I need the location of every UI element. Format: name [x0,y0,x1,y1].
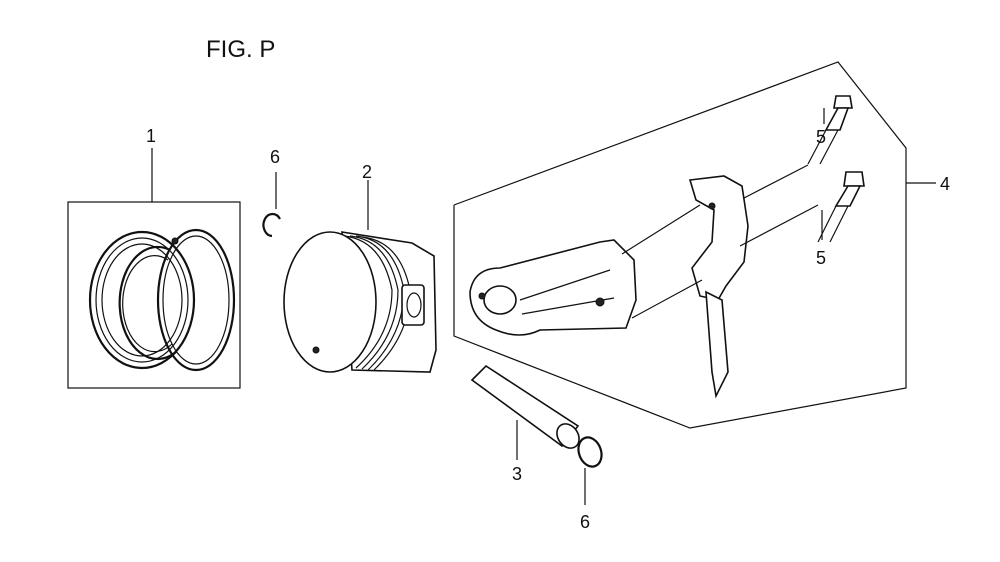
piston-ring-set [67,148,241,389]
piston-ring-front [88,230,196,370]
piston-ring-middle [118,245,177,360]
callout-5-lower: 5 [816,248,826,268]
callout-5-upper: 5 [816,127,826,147]
pin-clip-upper [262,172,281,238]
connecting-rod [469,239,637,336]
connecting-rod-cap [688,175,749,399]
piston-pin-end [556,423,580,449]
rod-bolt-upper [807,95,853,165]
rod-bolt-lower [817,171,865,243]
callout-2: 2 [362,162,372,182]
callout-1: 1 [146,126,156,146]
callout-4: 4 [940,174,950,194]
piston-ring-back [156,228,236,372]
pin-clip-lower [577,436,603,505]
piston [283,180,437,373]
callout-6-lower: 6 [580,512,590,532]
rod-assembly-frame [453,61,907,429]
ring-set-frame [67,201,241,389]
connecting-rod-body [469,239,637,336]
figure-title: FIG. P [206,36,275,63]
piston-pin [470,364,580,460]
rod-dipper [705,290,729,399]
rod-small-end [483,285,517,315]
piston-pin-body [470,364,580,448]
piston-crown [283,231,377,373]
callout-3: 3 [512,464,522,484]
callout-6-upper: 6 [270,147,280,167]
